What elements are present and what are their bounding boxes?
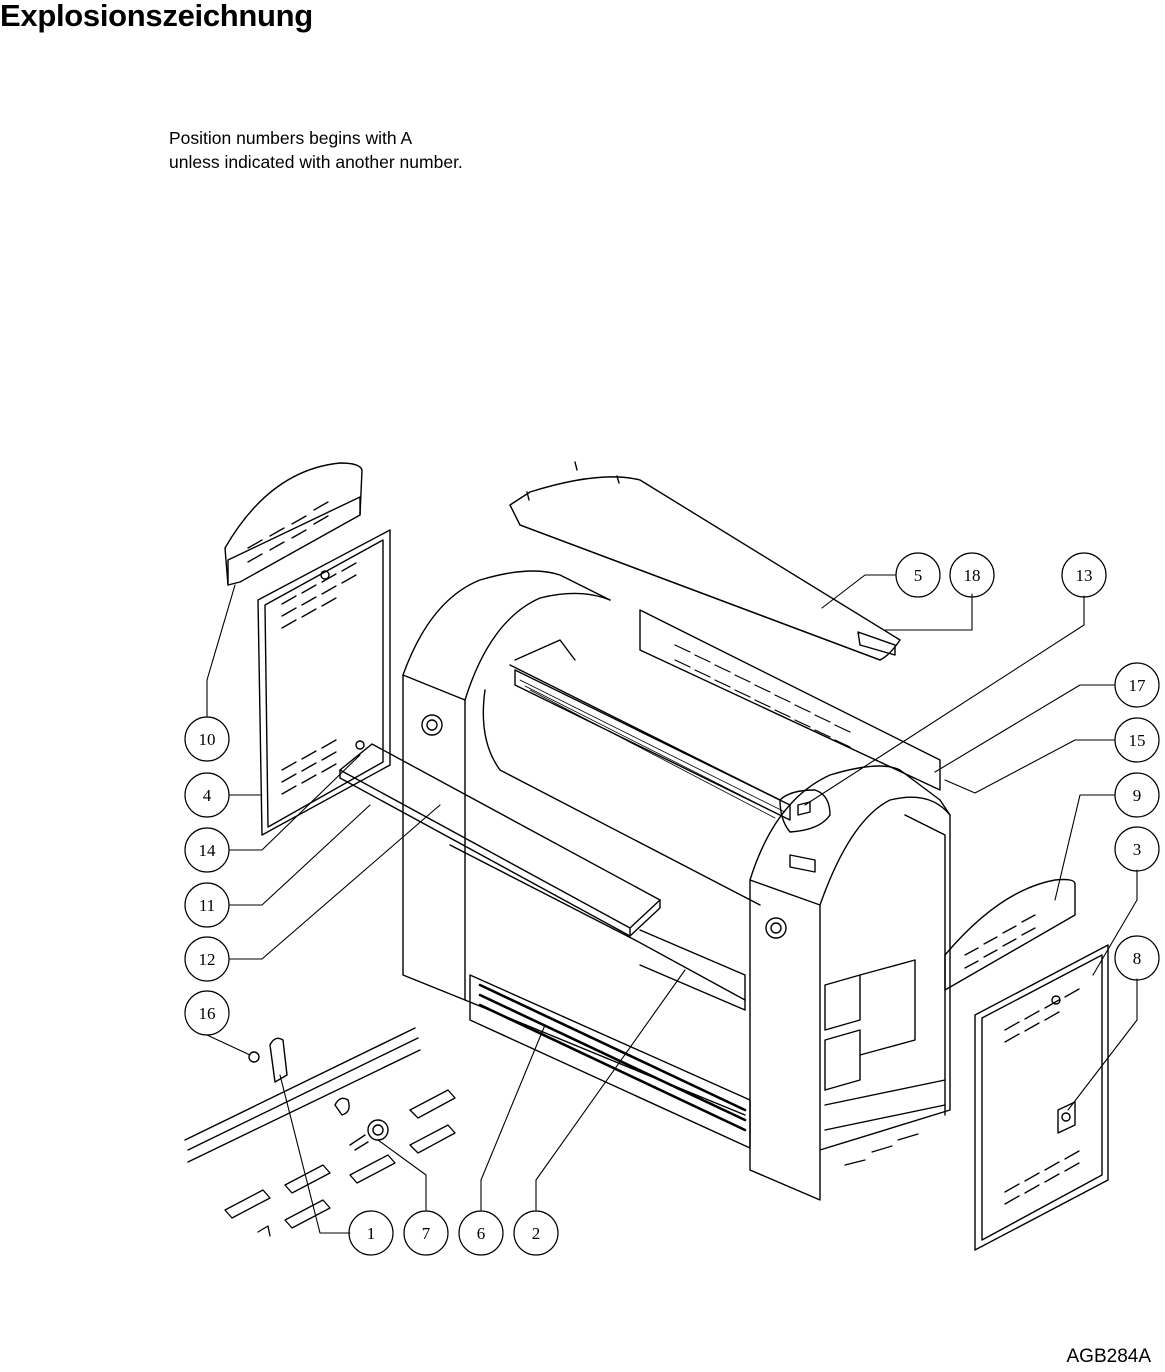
callout-label-18: 18 bbox=[964, 566, 981, 585]
detail-view-part bbox=[184, 1027, 456, 1237]
callout-label-7: 7 bbox=[422, 1224, 431, 1243]
callout-15: 15 bbox=[1114, 717, 1160, 763]
right-side-panel-part bbox=[974, 944, 1109, 1251]
callout-label-12: 12 bbox=[199, 950, 216, 969]
callout-7: 7 bbox=[403, 1210, 449, 1256]
position-note: Position numbers begins with A unless in… bbox=[169, 126, 463, 174]
callout-label-10: 10 bbox=[199, 730, 216, 749]
callout-label-1: 1 bbox=[367, 1224, 376, 1243]
callout-label-14: 14 bbox=[199, 841, 217, 860]
callout-label-8: 8 bbox=[1133, 949, 1142, 968]
right-end-cover-part bbox=[944, 878, 1076, 991]
callout-12: 12 bbox=[184, 936, 230, 982]
note-line-2: unless indicated with another number. bbox=[169, 152, 463, 172]
control-panel-part bbox=[779, 789, 831, 833]
callout-group: 5 18 13 17 15 9 3 8 10 4 14 11 12 16 1 7… bbox=[184, 552, 1160, 1256]
callout-16: 16 bbox=[184, 990, 230, 1036]
callout-6: 6 bbox=[458, 1210, 504, 1256]
callout-label-9: 9 bbox=[1133, 786, 1142, 805]
note-line-1: Position numbers begins with A bbox=[169, 128, 413, 148]
callout-18: 18 bbox=[949, 552, 995, 598]
leader-lines bbox=[206, 574, 1138, 1234]
callout-10: 10 bbox=[184, 716, 230, 762]
callout-label-6: 6 bbox=[477, 1224, 486, 1243]
left-end-cover-part bbox=[224, 462, 363, 586]
callout-label-16: 16 bbox=[199, 1004, 216, 1023]
callout-3: 3 bbox=[1114, 826, 1160, 872]
callout-5: 5 bbox=[895, 552, 941, 598]
left-side-panel-part bbox=[257, 529, 391, 836]
callout-label-4: 4 bbox=[203, 786, 212, 805]
ironing-roller bbox=[482, 639, 791, 906]
callout-17: 17 bbox=[1114, 662, 1160, 708]
page-title: Explosionszeichnung bbox=[0, 0, 313, 33]
rear-panel-part bbox=[639, 609, 941, 791]
drawing-code: AGB284A bbox=[1066, 1346, 1152, 1367]
top-cover-part bbox=[509, 461, 901, 661]
feed-table-part bbox=[339, 743, 746, 1001]
callout-11: 11 bbox=[184, 882, 230, 928]
callout-label-11: 11 bbox=[199, 896, 215, 915]
callout-label-2: 2 bbox=[532, 1224, 541, 1243]
right-side-frame bbox=[749, 765, 951, 1201]
callout-label-3: 3 bbox=[1133, 840, 1142, 859]
callout-1: 1 bbox=[348, 1210, 394, 1256]
callout-label-5: 5 bbox=[914, 566, 923, 585]
callout-13: 13 bbox=[1061, 552, 1107, 598]
callout-8: 8 bbox=[1114, 935, 1160, 981]
callout-2: 2 bbox=[513, 1210, 559, 1256]
callout-label-17: 17 bbox=[1129, 676, 1147, 695]
callout-14: 14 bbox=[184, 827, 230, 873]
left-side-frame bbox=[402, 570, 611, 1001]
callout-9: 9 bbox=[1114, 772, 1160, 818]
callout-4: 4 bbox=[184, 772, 230, 818]
callout-label-15: 15 bbox=[1129, 731, 1146, 750]
callout-label-13: 13 bbox=[1076, 566, 1093, 585]
